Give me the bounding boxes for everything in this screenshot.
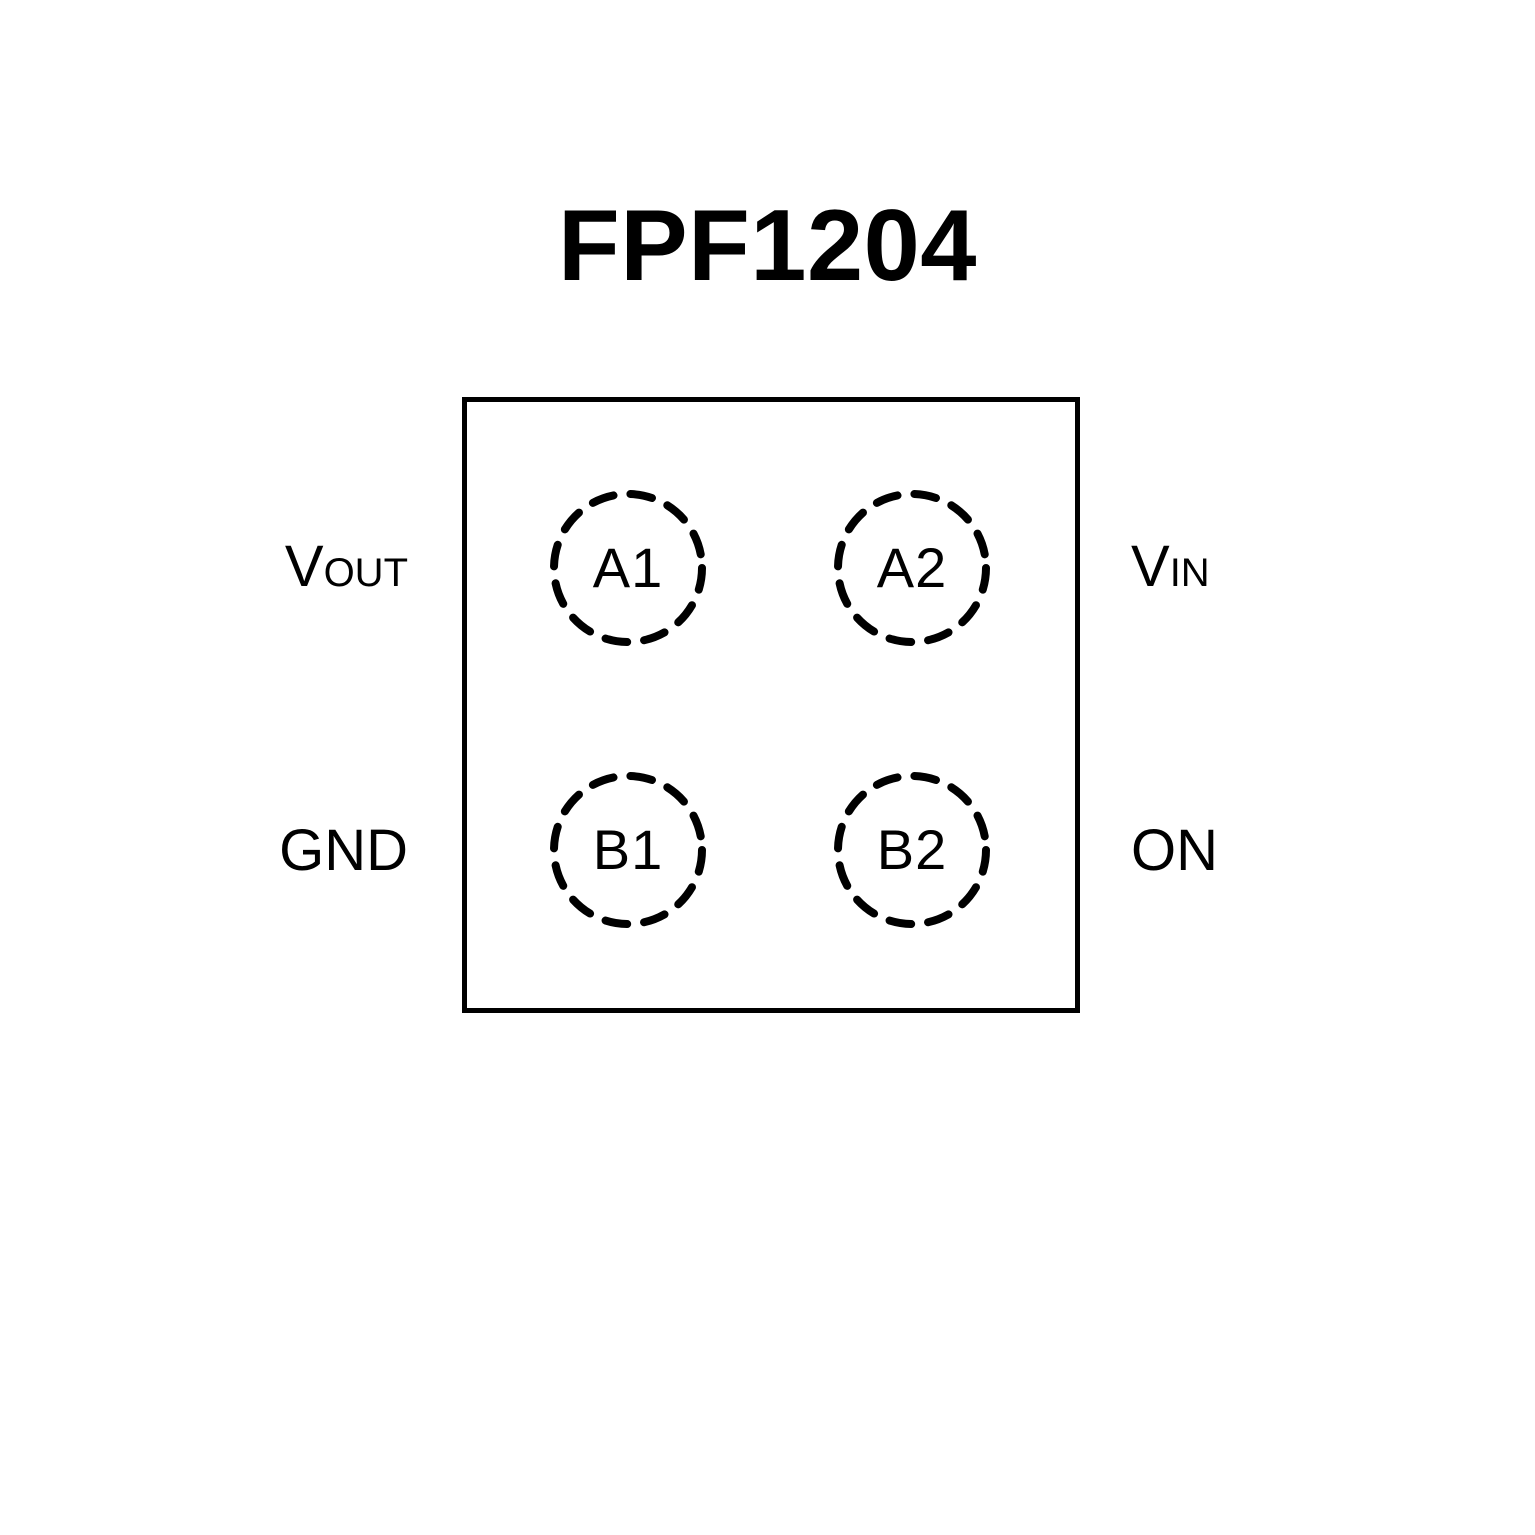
ball-pad-a1[interactable]: A1 bbox=[550, 490, 706, 646]
ball-pad-label: B1 bbox=[592, 818, 664, 881]
pin-label-gnd: GND bbox=[279, 822, 408, 880]
pin-label-on: ON bbox=[1131, 822, 1218, 880]
page-title: FPF1204 bbox=[558, 190, 977, 302]
pin-label-subscript: OUT bbox=[323, 551, 408, 595]
ball-pad-label: B2 bbox=[876, 818, 948, 881]
pin-label-base: ON bbox=[1131, 818, 1218, 883]
pin-label-subscript: IN bbox=[1169, 551, 1210, 595]
dashed-circle-icon bbox=[550, 772, 706, 928]
dashed-circle-icon bbox=[834, 490, 990, 646]
ball-pad-label: A1 bbox=[592, 536, 664, 599]
pin-label-base: V bbox=[1131, 534, 1170, 599]
ball-pad-b2[interactable]: B2 bbox=[834, 772, 990, 928]
pin-label-base: GND bbox=[279, 818, 408, 883]
ball-pad-label: A2 bbox=[876, 536, 948, 599]
pin-label-base: V bbox=[284, 534, 324, 599]
ball-pad-a2[interactable]: A2 bbox=[834, 490, 990, 646]
dashed-circle-icon bbox=[834, 772, 990, 928]
package-outline bbox=[462, 397, 1080, 1013]
dashed-circle-icon bbox=[550, 490, 706, 646]
ball-pad-b1[interactable]: B1 bbox=[550, 772, 706, 928]
